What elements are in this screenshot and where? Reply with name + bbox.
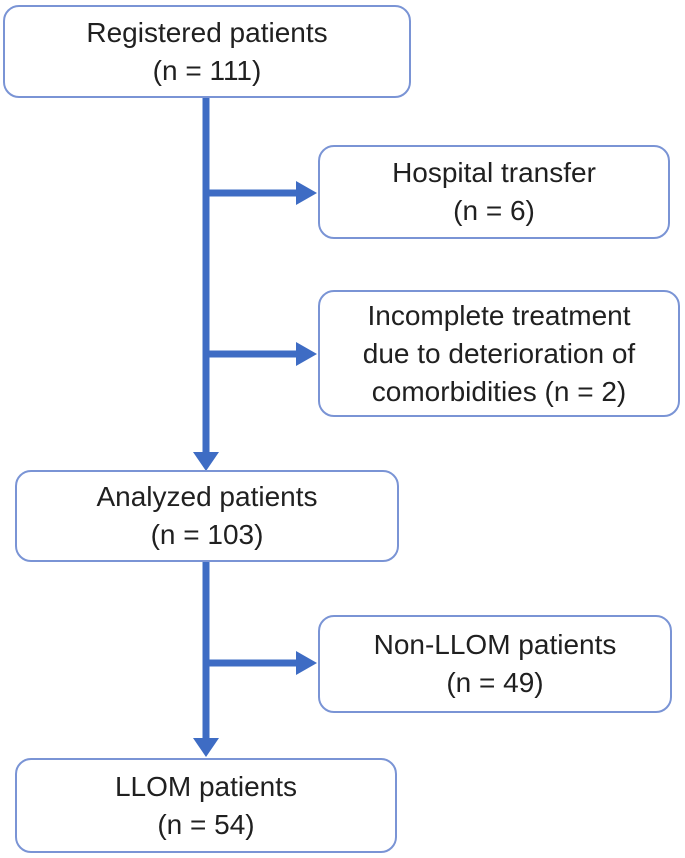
node-count-line: (n = 111) bbox=[152, 54, 262, 86]
node-count-line: (n = 6) bbox=[453, 195, 535, 226]
node-label-line: due to deterioration of bbox=[362, 337, 636, 369]
node-hospital-transfer: Hospital transfer (n = 6) bbox=[318, 145, 670, 239]
node-incomplete-treatment: Incomplete treatment due to deterioratio… bbox=[318, 290, 680, 417]
node-count-line: (n = 54) bbox=[157, 808, 255, 840]
node-label-line: Incomplete treatment bbox=[367, 299, 631, 331]
node-label-line: LLOM patients bbox=[114, 770, 298, 802]
node-count-line: (n = 103) bbox=[150, 519, 264, 550]
node-label-line: Registered patients bbox=[86, 16, 328, 48]
arrow-branch-hospital-transfer bbox=[206, 181, 317, 205]
arrow-branch-incomplete-treatment bbox=[206, 342, 317, 366]
arrow-analyzed-to-llom bbox=[193, 562, 219, 757]
node-count-line: (n = 49) bbox=[446, 667, 544, 698]
node-registered-patients: Registered patients (n = 111) bbox=[3, 5, 411, 98]
node-llom-patients: LLOM patients (n = 54) bbox=[15, 758, 397, 853]
node-non-llom-patients: Non-LLOM patients (n = 49) bbox=[318, 615, 672, 713]
node-label-line: Analyzed patients bbox=[96, 481, 318, 512]
node-count-line: comorbidities (n = 2) bbox=[371, 375, 627, 407]
arrow-branch-non-llom bbox=[206, 651, 317, 675]
node-label-line: Hospital transfer bbox=[392, 157, 596, 188]
node-label-line: Non-LLOM patients bbox=[373, 629, 617, 660]
arrow-registered-to-analyzed bbox=[193, 97, 219, 471]
node-analyzed-patients: Analyzed patients (n = 103) bbox=[15, 470, 399, 562]
